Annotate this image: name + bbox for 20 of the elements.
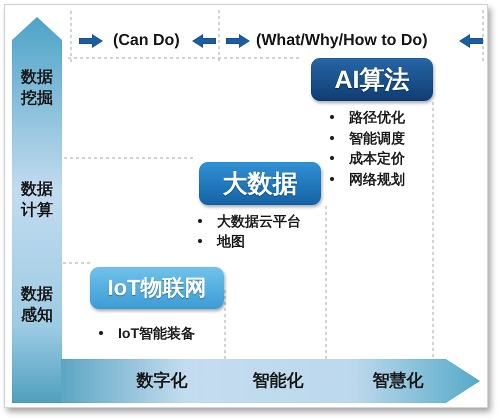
axis-label: 数据计算	[20, 180, 54, 221]
axis-label: 数据挖掘	[20, 68, 54, 109]
category-header: 大数据	[199, 162, 321, 205]
axis-label: 智慧化	[372, 371, 424, 391]
list-item: 网络规划	[327, 170, 405, 188]
list-item: IoT智能装备	[96, 324, 195, 342]
list-item: 大数据云平台	[195, 212, 301, 230]
axis-label: 数字化	[136, 371, 188, 391]
list-item: 地图	[195, 232, 245, 250]
axis-arrow	[12, 17, 62, 403]
axis-arrow	[61, 359, 480, 403]
category-header: AI算法	[311, 58, 433, 101]
list-item: 成本定价	[327, 149, 405, 167]
axis-label: 智能化	[252, 371, 304, 391]
axis-label: 数据感知	[20, 284, 54, 326]
list-item: 路径优化	[327, 108, 405, 126]
header-label: (Can Do)	[113, 31, 180, 51]
list-item: 智能调度	[327, 128, 405, 146]
category-header: IoT物联网	[90, 267, 224, 309]
header-label: (What/Why/How to Do)	[256, 31, 428, 51]
